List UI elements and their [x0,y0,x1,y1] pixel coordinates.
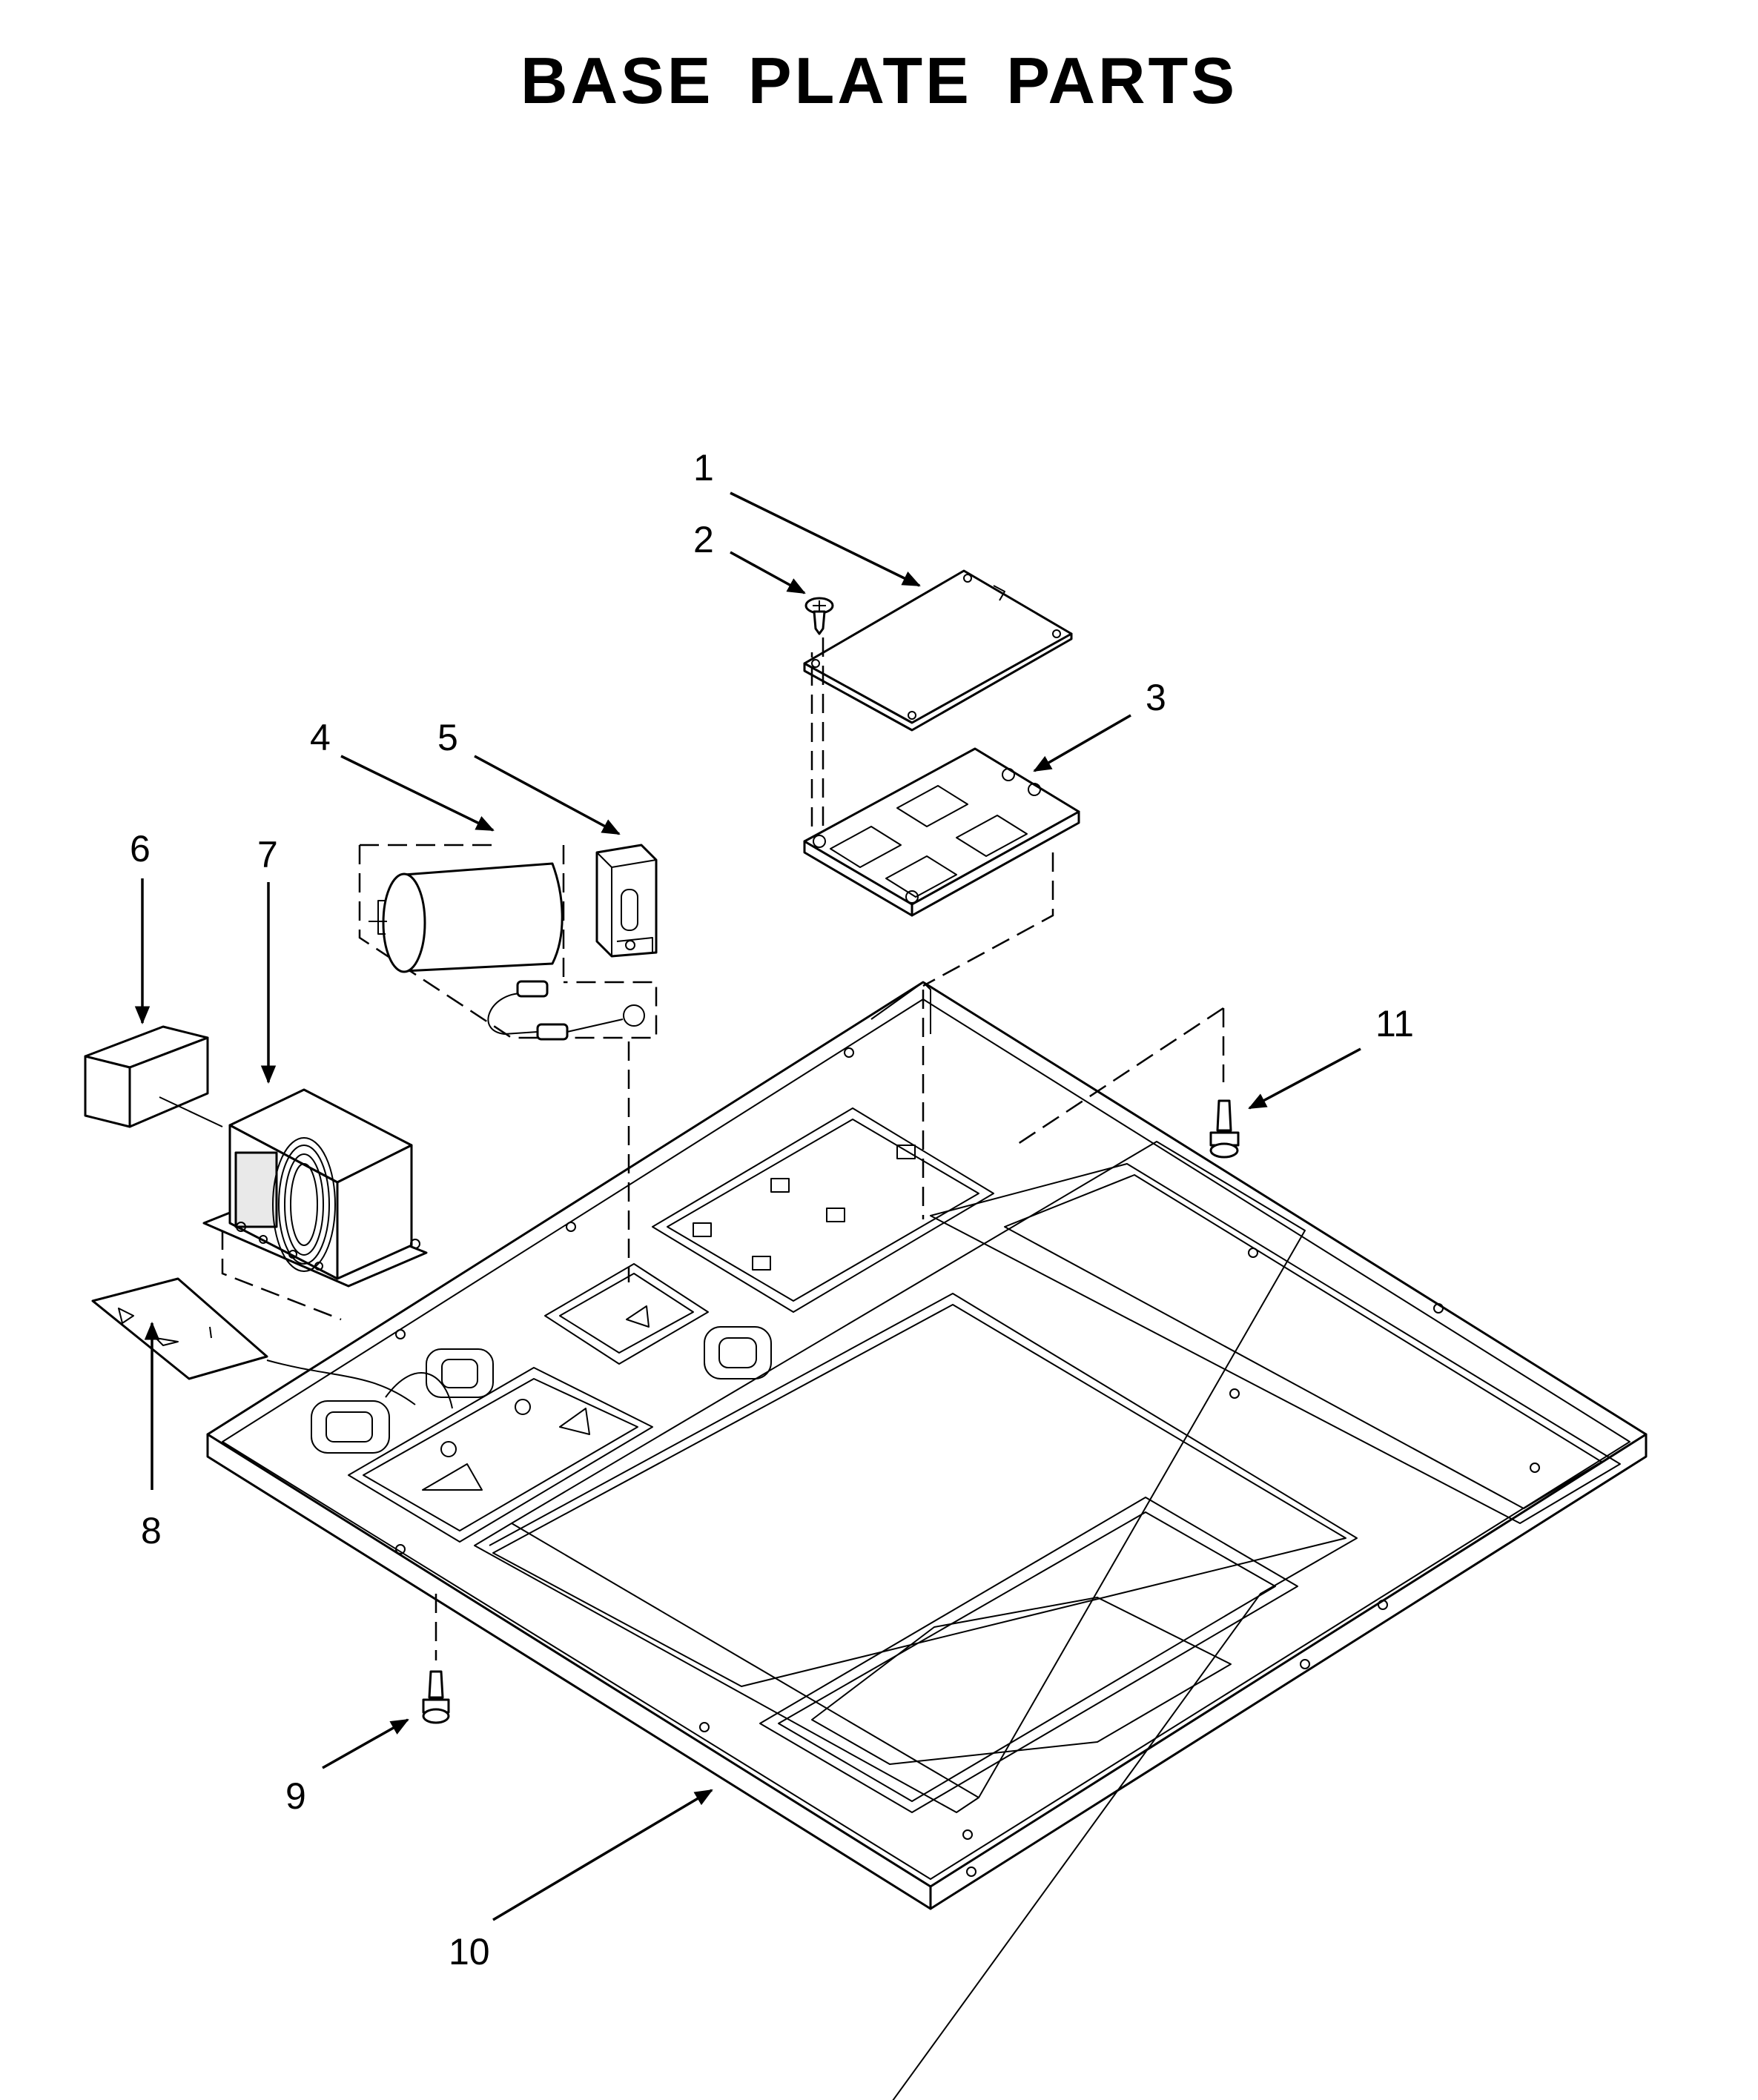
transformer [202,1088,428,1321]
callout-7: 7 [257,834,278,875]
callout-3: 3 [1146,677,1166,718]
callout-10: 10 [449,1931,490,1973]
cover-plate [803,569,1073,732]
page-title: BASE PLATE PARTS [520,44,1238,117]
block-part [84,1025,223,1128]
hv-holder [562,844,658,982]
callout-9: 9 [285,1775,306,1817]
leader-lines [134,491,1361,1921]
screw-2 [804,597,834,635]
callout-6: 6 [130,828,151,870]
capacitor-assembly [358,844,658,1041]
base-plate [206,981,1648,2100]
screw-9 [422,1594,450,1724]
callout-5: 5 [437,717,458,758]
callout-4: 4 [310,717,331,758]
label-part [91,1277,453,1409]
callout-labels: 1 2 3 4 5 6 7 8 9 10 11 [130,447,1414,1973]
tray [803,652,1080,1219]
callout-2: 2 [693,519,714,560]
callout-8: 8 [141,1510,162,1551]
callout-1: 1 [693,447,714,488]
screw-11 [1015,1007,1240,1159]
callout-11: 11 [1375,1003,1414,1044]
